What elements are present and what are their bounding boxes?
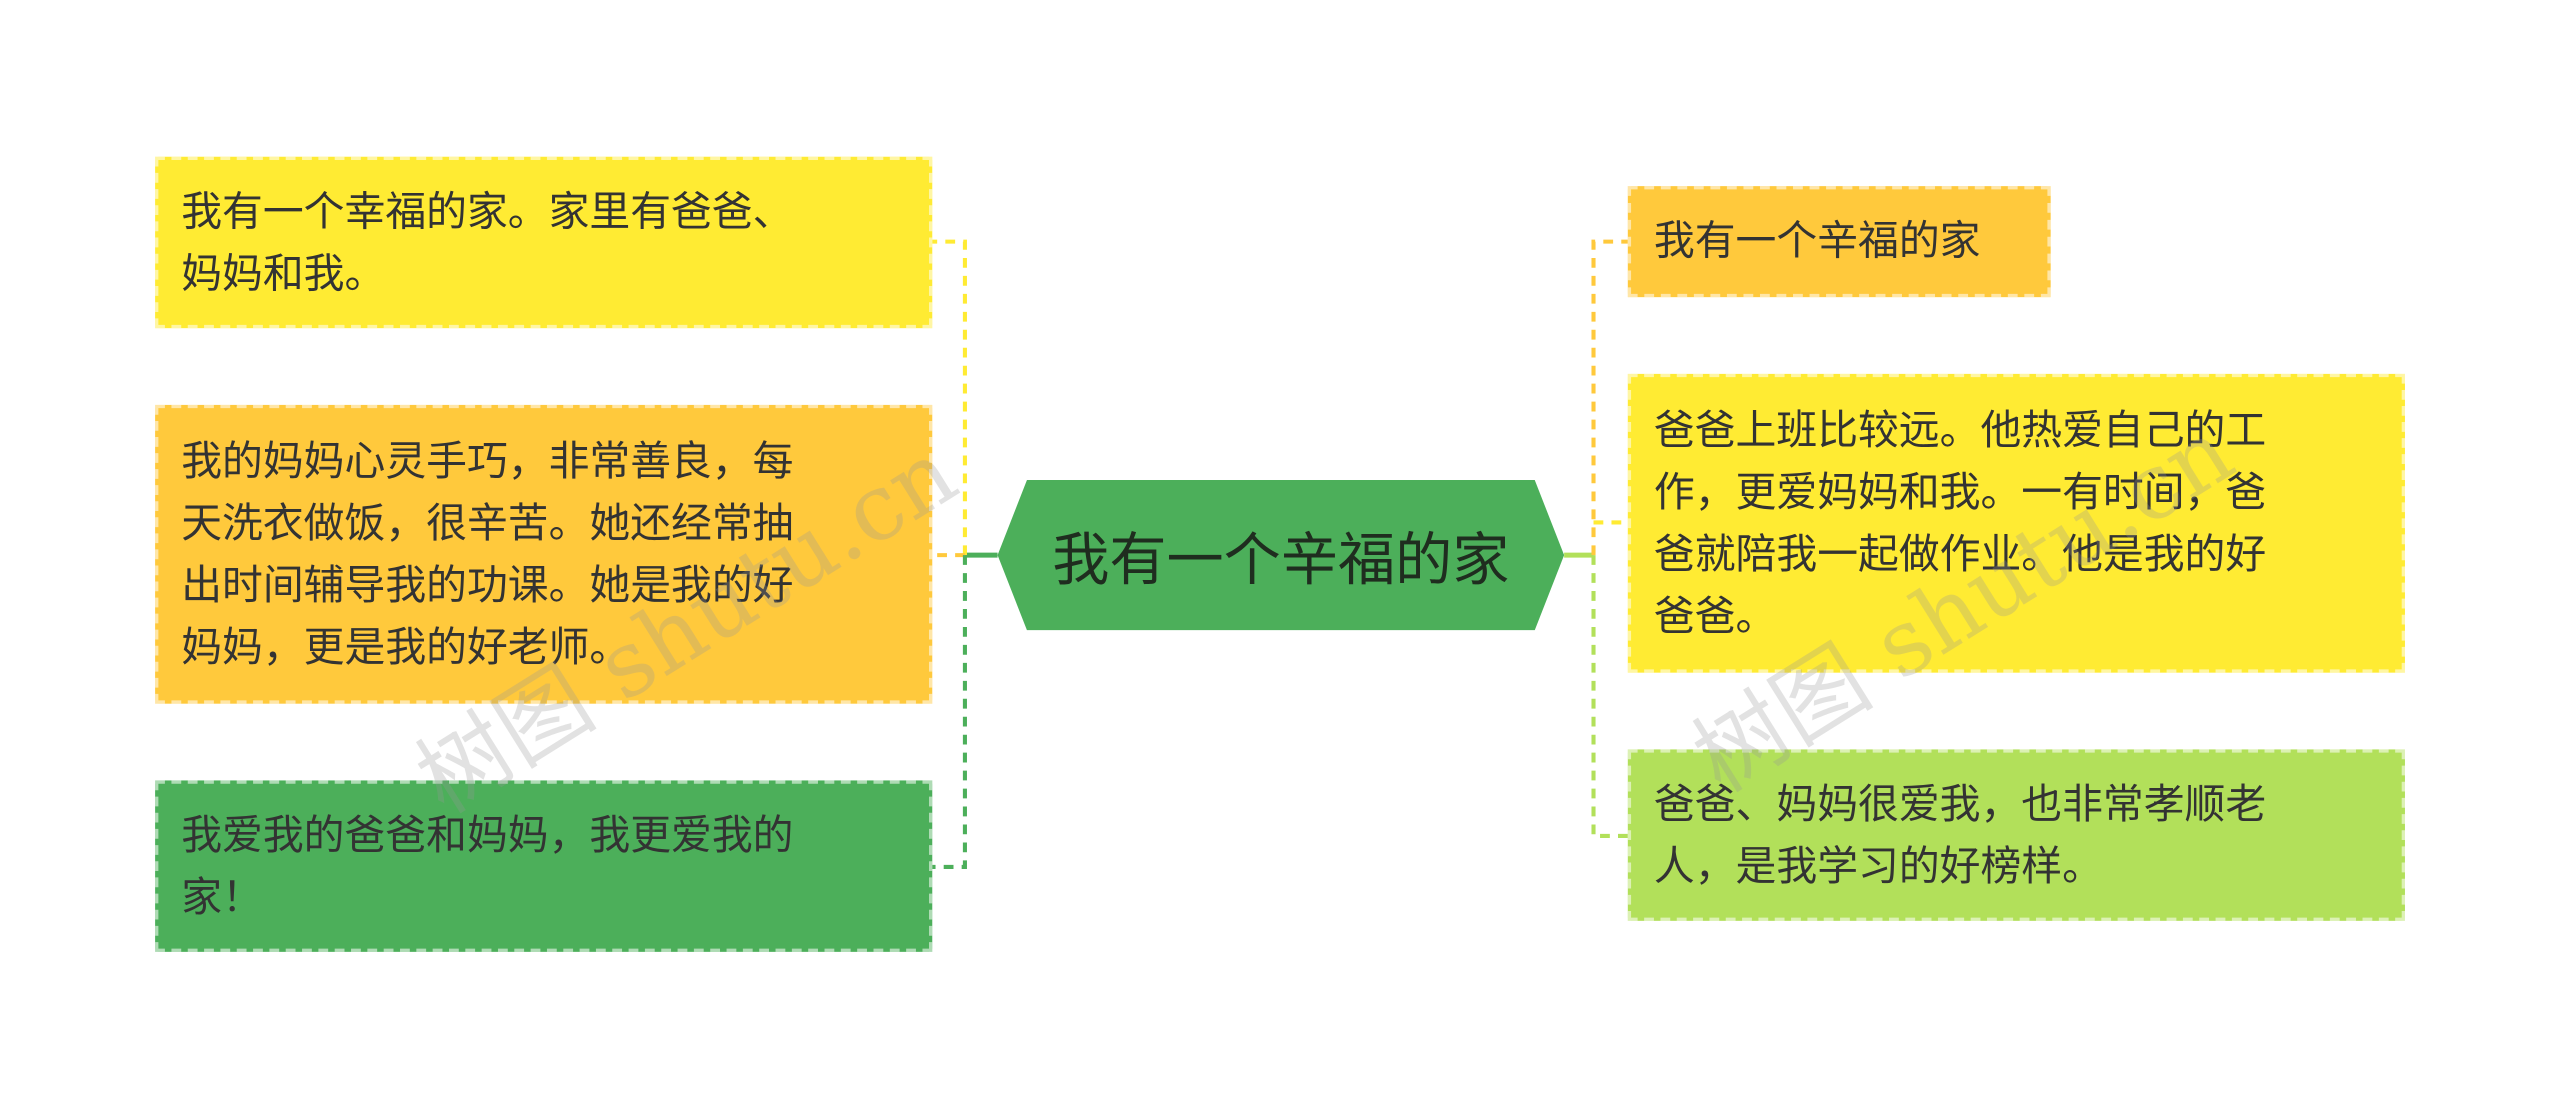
branch-node-left-3[interactable]: 我爱我的爸爸和妈妈，我更爱我的 家！ — [155, 780, 933, 952]
branch-text: 爸爸上班比较远。他热爱自己的工 作，更爱妈妈和我。一有时间，爸 爸就陪我一起做作… — [1653, 405, 2267, 640]
connector-left-1 — [932, 239, 967, 556]
branch-node-right-3[interactable]: 爸爸、妈妈很爱我，也非常孝顺老 人，是我学习的好榜样。 — [1627, 749, 2405, 921]
branch-text: 爸爸、妈妈很爱我，也非常孝顺老 人，是我学习的好榜样。 — [1653, 779, 2267, 890]
branch-node-right-2[interactable]: 爸爸上班比较远。他热爱自己的工 作，更爱妈妈和我。一有时间，爸 爸就陪我一起做作… — [1627, 373, 2405, 673]
branch-text: 我的妈妈心灵手巧，非常善良，每 天洗衣做饭，很辛苦。她还经常抽 出时间辅导我的功… — [181, 436, 794, 671]
connector-right-1 — [1591, 239, 1628, 556]
branch-node-left-1[interactable]: 我有一个幸福的家。家里有爸爸、 妈妈和我。 — [155, 156, 933, 329]
connector-left-3 — [932, 555, 967, 870]
branch-text: 我爱我的爸爸和妈妈，我更爱我的 家！ — [181, 810, 794, 921]
branch-node-left-2[interactable]: 我的妈妈心灵手巧，非常善良，每 天洗衣做饭，很辛苦。她还经常抽 出时间辅导我的功… — [155, 404, 933, 704]
root-node[interactable]: 我有一个辛福的家 — [997, 480, 1565, 631]
connector-right-3 — [1591, 555, 1628, 838]
root-label: 我有一个辛福的家 — [1052, 528, 1510, 594]
root-hexagon-shape — [997, 480, 1565, 631]
branch-text: 我有一个辛福的家 — [1653, 217, 1981, 265]
branch-text: 我有一个幸福的家。家里有爸爸、 妈妈和我。 — [181, 186, 794, 297]
branch-node-right-1[interactable]: 我有一个辛福的家 — [1627, 186, 2051, 298]
